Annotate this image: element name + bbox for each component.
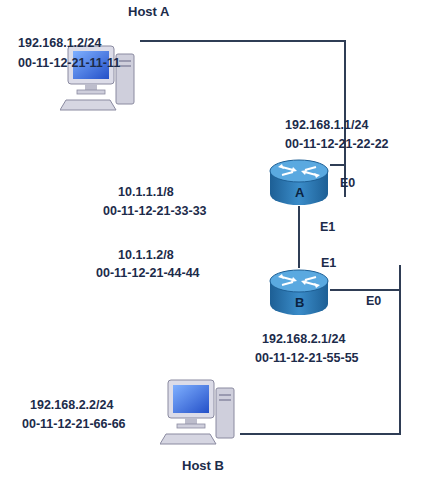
address-label: 00-11-12-21-66-66	[22, 417, 126, 432]
address-label: 00-11-12-21-22-22	[285, 137, 389, 152]
interface-label: E1	[321, 256, 336, 271]
host-name: Host A	[128, 4, 169, 19]
network-link	[240, 290, 400, 434]
bus-stub	[399, 265, 401, 291]
router-name: B	[295, 295, 304, 310]
interface-label: E0	[340, 176, 355, 191]
interface-label: E0	[366, 294, 381, 309]
computer-icon	[160, 372, 240, 452]
address-label: 00-11-12-21-44-44	[96, 266, 200, 281]
address-label: 10.1.1.1/8	[118, 185, 174, 200]
host-node: Host B	[160, 372, 240, 452]
address-label: 00-11-12-21-33-33	[103, 204, 207, 219]
router-node: B	[268, 268, 330, 316]
router-name: A	[295, 185, 304, 200]
address-label: 192.168.2.2/24	[30, 398, 113, 413]
address-label: 00-11-12-21-55-55	[255, 351, 359, 366]
interface-label: E1	[320, 220, 335, 235]
address-label: 192.168.1.2/24	[18, 36, 101, 51]
host-name: Host B	[182, 458, 224, 473]
router-node: A	[268, 158, 330, 206]
network-link	[298, 206, 300, 268]
address-label: 192.168.2.1/24	[262, 332, 345, 347]
address-label: 10.1.1.2/8	[118, 248, 174, 263]
address-label: 192.168.1.1/24	[285, 118, 368, 133]
address-label: 00-11-12-21-11-11	[18, 56, 120, 71]
